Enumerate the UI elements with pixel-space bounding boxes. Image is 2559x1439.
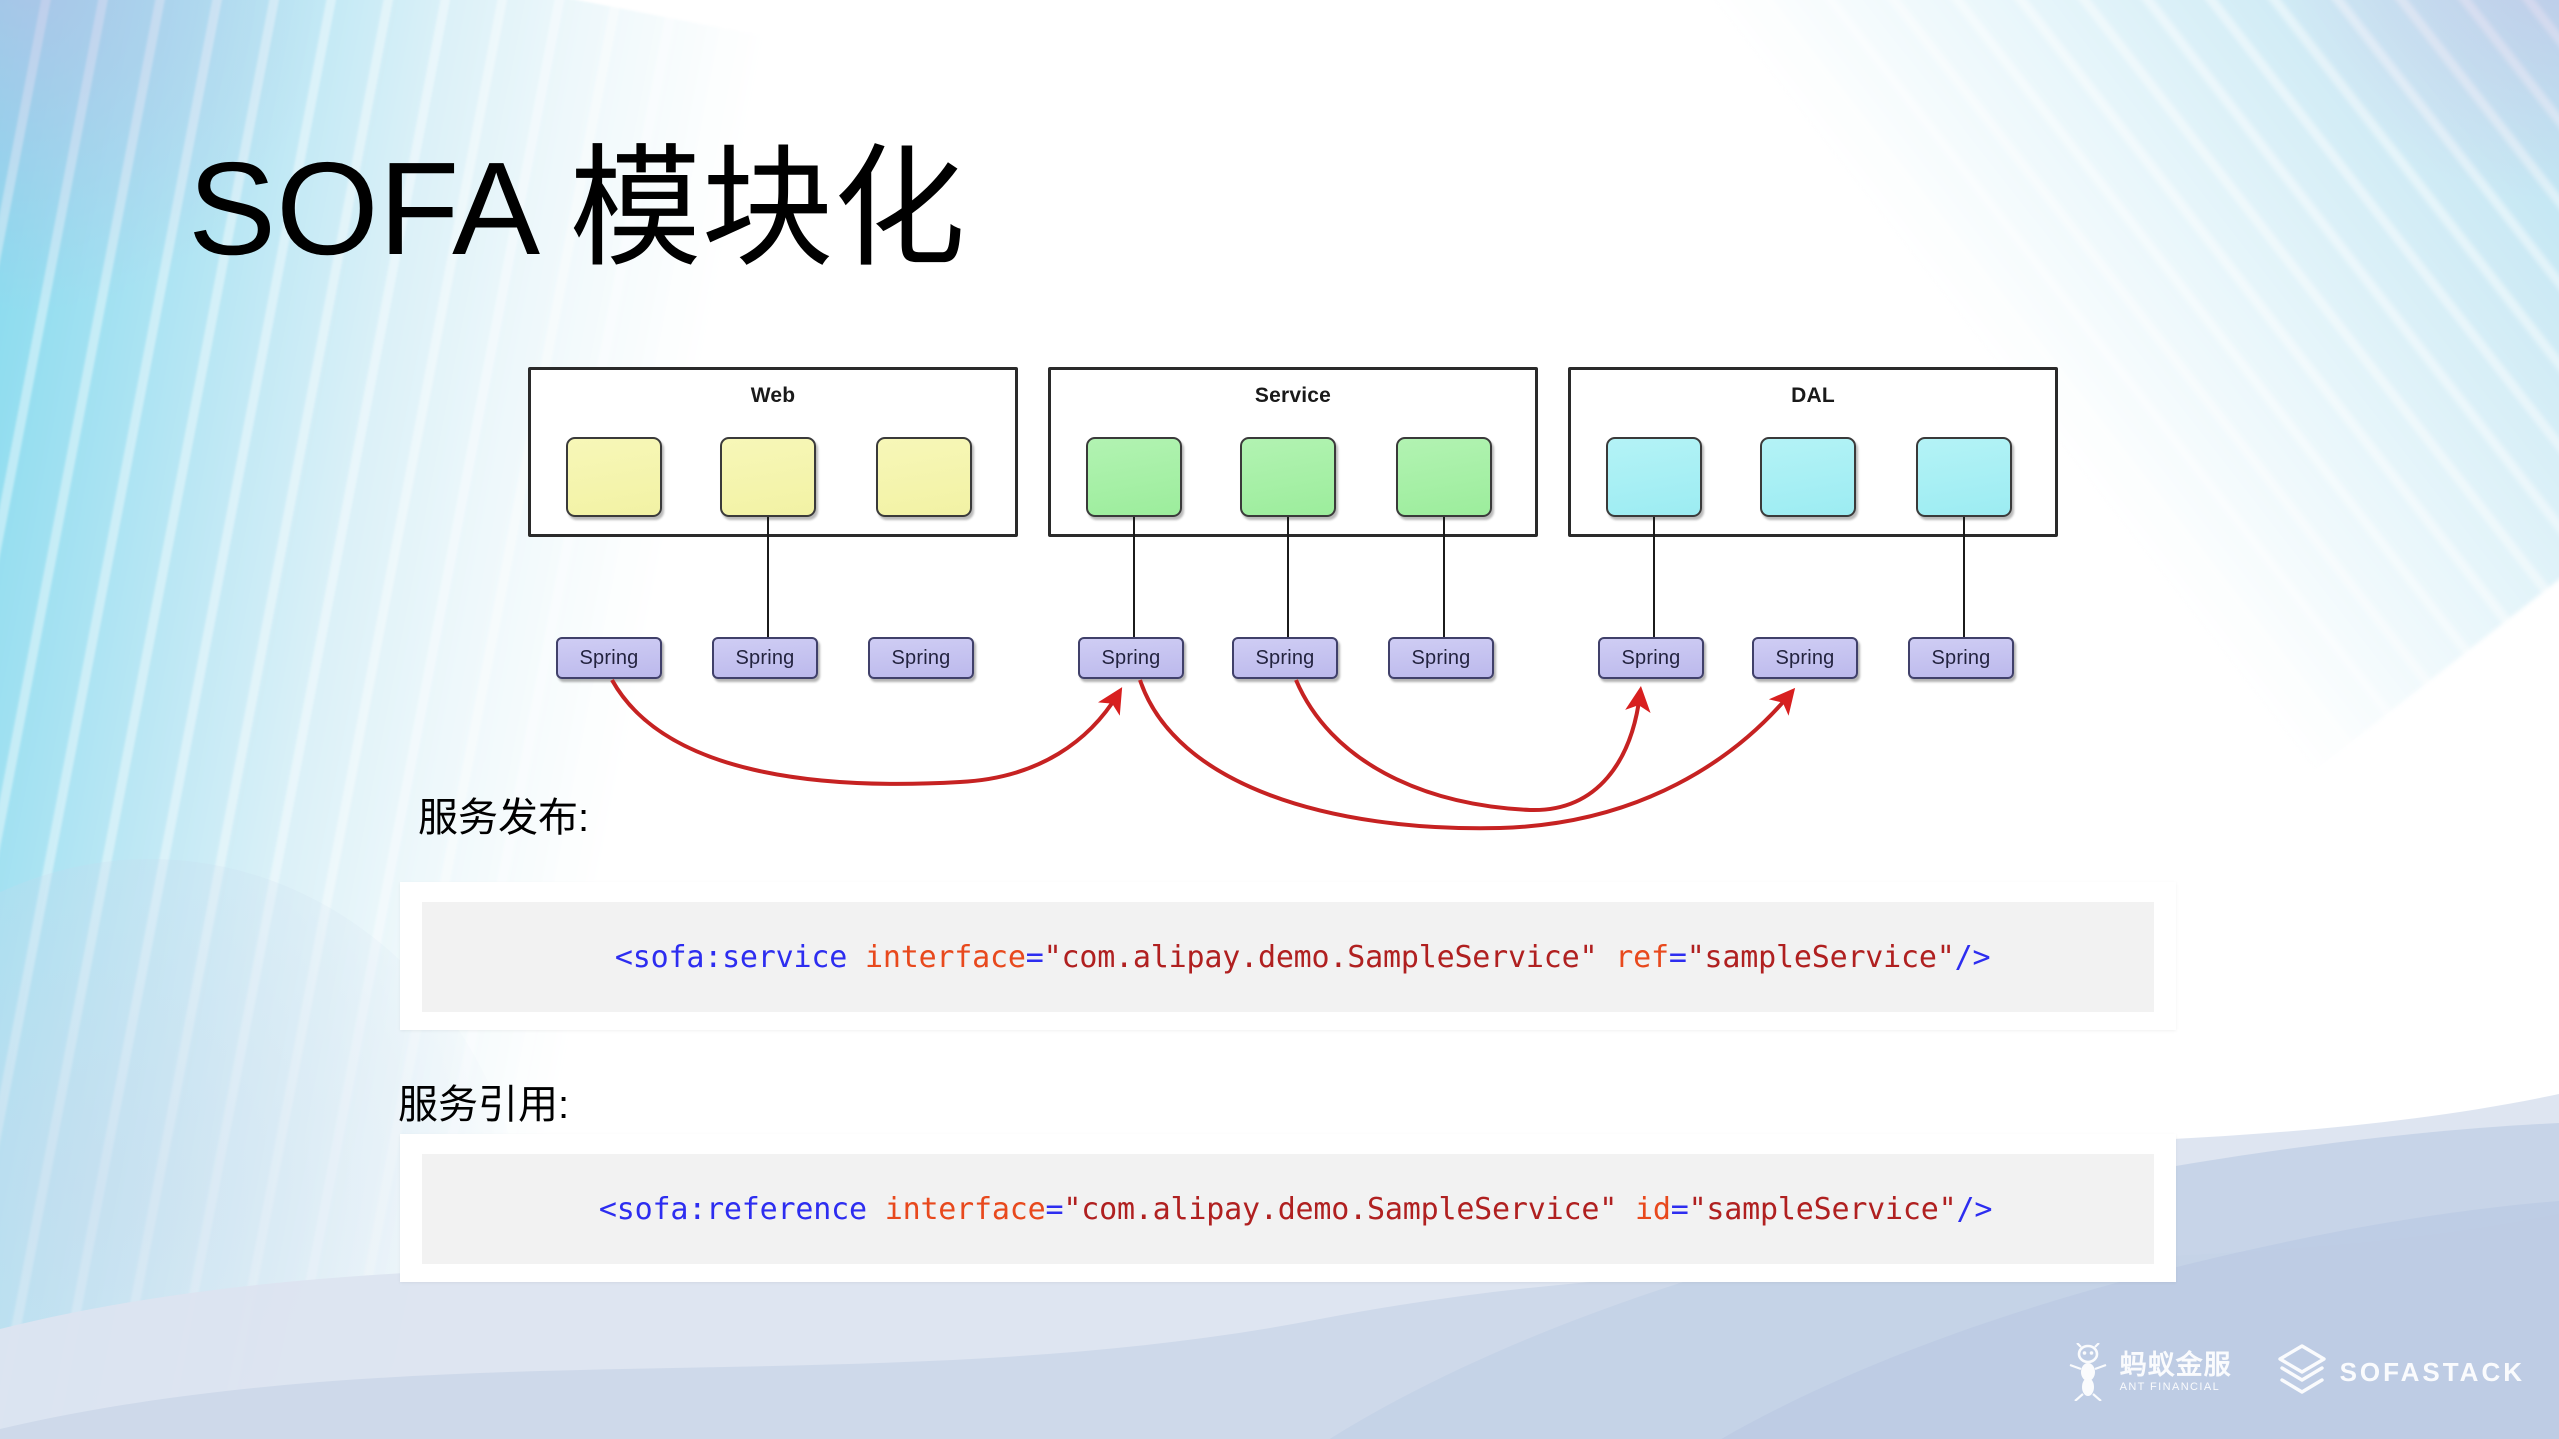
footer-logos: 蚂蚁金服 ANT FINANCIAL SOFASTACK [2068, 1343, 2525, 1401]
connector-service-2 [1287, 517, 1289, 637]
code-attr-1: interface [864, 939, 1026, 975]
sofastack-stack-icon [2277, 1344, 2326, 1394]
group-label-web: Web [750, 384, 796, 407]
spring-label: Spring [1101, 646, 1161, 669]
code-tag-open: <sofa:reference [598, 1191, 867, 1227]
spring-box-2: Spring [712, 637, 818, 679]
code-card-reference: <sofa:reference interface="com.alipay.de… [400, 1134, 2176, 1282]
ant-icon [2069, 1343, 2106, 1401]
ant-financial-en: ANT FINANCIAL [2119, 1380, 2221, 1393]
ant-financial-logo: 蚂蚁金服 ANT FINANCIAL [2068, 1343, 2232, 1401]
code-val-2: "sampleService" [1688, 1191, 1957, 1227]
arrow-spring4-to-spring8 [1138, 679, 1796, 831]
connector-dal-1 [1653, 517, 1655, 637]
group-label-dal: DAL [1791, 384, 1835, 407]
module-web-3 [876, 437, 972, 517]
spring-box-4: Spring [1078, 637, 1184, 679]
module-dal-3 [1916, 437, 2012, 517]
module-web-2 [720, 437, 816, 517]
module-service-1 [1086, 437, 1182, 517]
code-val-1: "com.alipay.demo.SampleService" [1043, 939, 1598, 975]
code-attr-1: interface [884, 1191, 1046, 1227]
spring-box-9: Spring [1908, 637, 2014, 679]
ant-financial-wordmark: 蚂蚁金服 ANT FINANCIAL [2119, 1349, 2232, 1393]
module-service-3 [1396, 437, 1492, 517]
spring-label: Spring [579, 646, 639, 669]
code-block-reference: <sofa:reference interface="com.alipay.de… [422, 1154, 2154, 1264]
code-tag-open: <sofa:service [614, 939, 848, 975]
code-card-publish: <sofa:service interface="com.alipay.demo… [400, 882, 2176, 1030]
section-label-publish: 服务发布: [418, 796, 590, 840]
code-eq-2: = [1668, 939, 1687, 975]
module-service-2 [1240, 437, 1336, 517]
code-block-publish: <sofa:service interface="com.alipay.demo… [422, 902, 2154, 1012]
spring-box-8: Spring [1752, 637, 1858, 679]
arrow-spring5-to-spring7 [1294, 679, 1651, 813]
spring-box-5: Spring [1232, 637, 1338, 679]
code-eq-1: = [1025, 939, 1044, 975]
spring-label: Spring [1621, 646, 1681, 669]
section-label-reference: 服务引用: [398, 1083, 570, 1127]
module-dal-1 [1606, 437, 1702, 517]
code-attr-2: ref [1615, 939, 1669, 975]
connector-dal-3 [1963, 517, 1965, 637]
code-eq-2: = [1670, 1191, 1689, 1227]
arrow-spring1-to-spring4 [610, 679, 1123, 786]
spring-box-1: Spring [556, 637, 662, 679]
spring-label: Spring [1255, 646, 1315, 669]
spring-box-3: Spring [868, 637, 974, 679]
connector-service-3 [1443, 517, 1445, 637]
module-web-1 [566, 437, 662, 517]
connector-web-2 [767, 517, 769, 637]
group-label-service: Service [1254, 384, 1332, 407]
code-eq-1: = [1045, 1191, 1064, 1227]
sofastack-wordmark: SOFASTACK [2339, 1356, 2525, 1387]
code-attr-2: id [1634, 1191, 1671, 1227]
spring-box-6: Spring [1388, 637, 1494, 679]
spring-label: Spring [1411, 646, 1471, 669]
code-tag-close: /> [1954, 939, 1991, 975]
code-val-1: "com.alipay.demo.SampleService" [1063, 1191, 1618, 1227]
connector-service-1 [1133, 517, 1135, 637]
spring-box-7: Spring [1598, 637, 1704, 679]
code-tag-close: /> [1956, 1191, 1993, 1227]
page-title: SOFA 模块化 [188, 135, 966, 282]
spring-label: Spring [1931, 646, 1991, 669]
ant-financial-cn: 蚂蚁金服 [2119, 1349, 2232, 1380]
sofastack-logo: SOFASTACK [2276, 1344, 2525, 1400]
spring-label: Spring [735, 646, 795, 669]
module-dal-2 [1760, 437, 1856, 517]
spring-label: Spring [891, 646, 951, 669]
spring-label: Spring [1775, 646, 1835, 669]
code-val-2: "sampleService" [1686, 939, 1955, 975]
